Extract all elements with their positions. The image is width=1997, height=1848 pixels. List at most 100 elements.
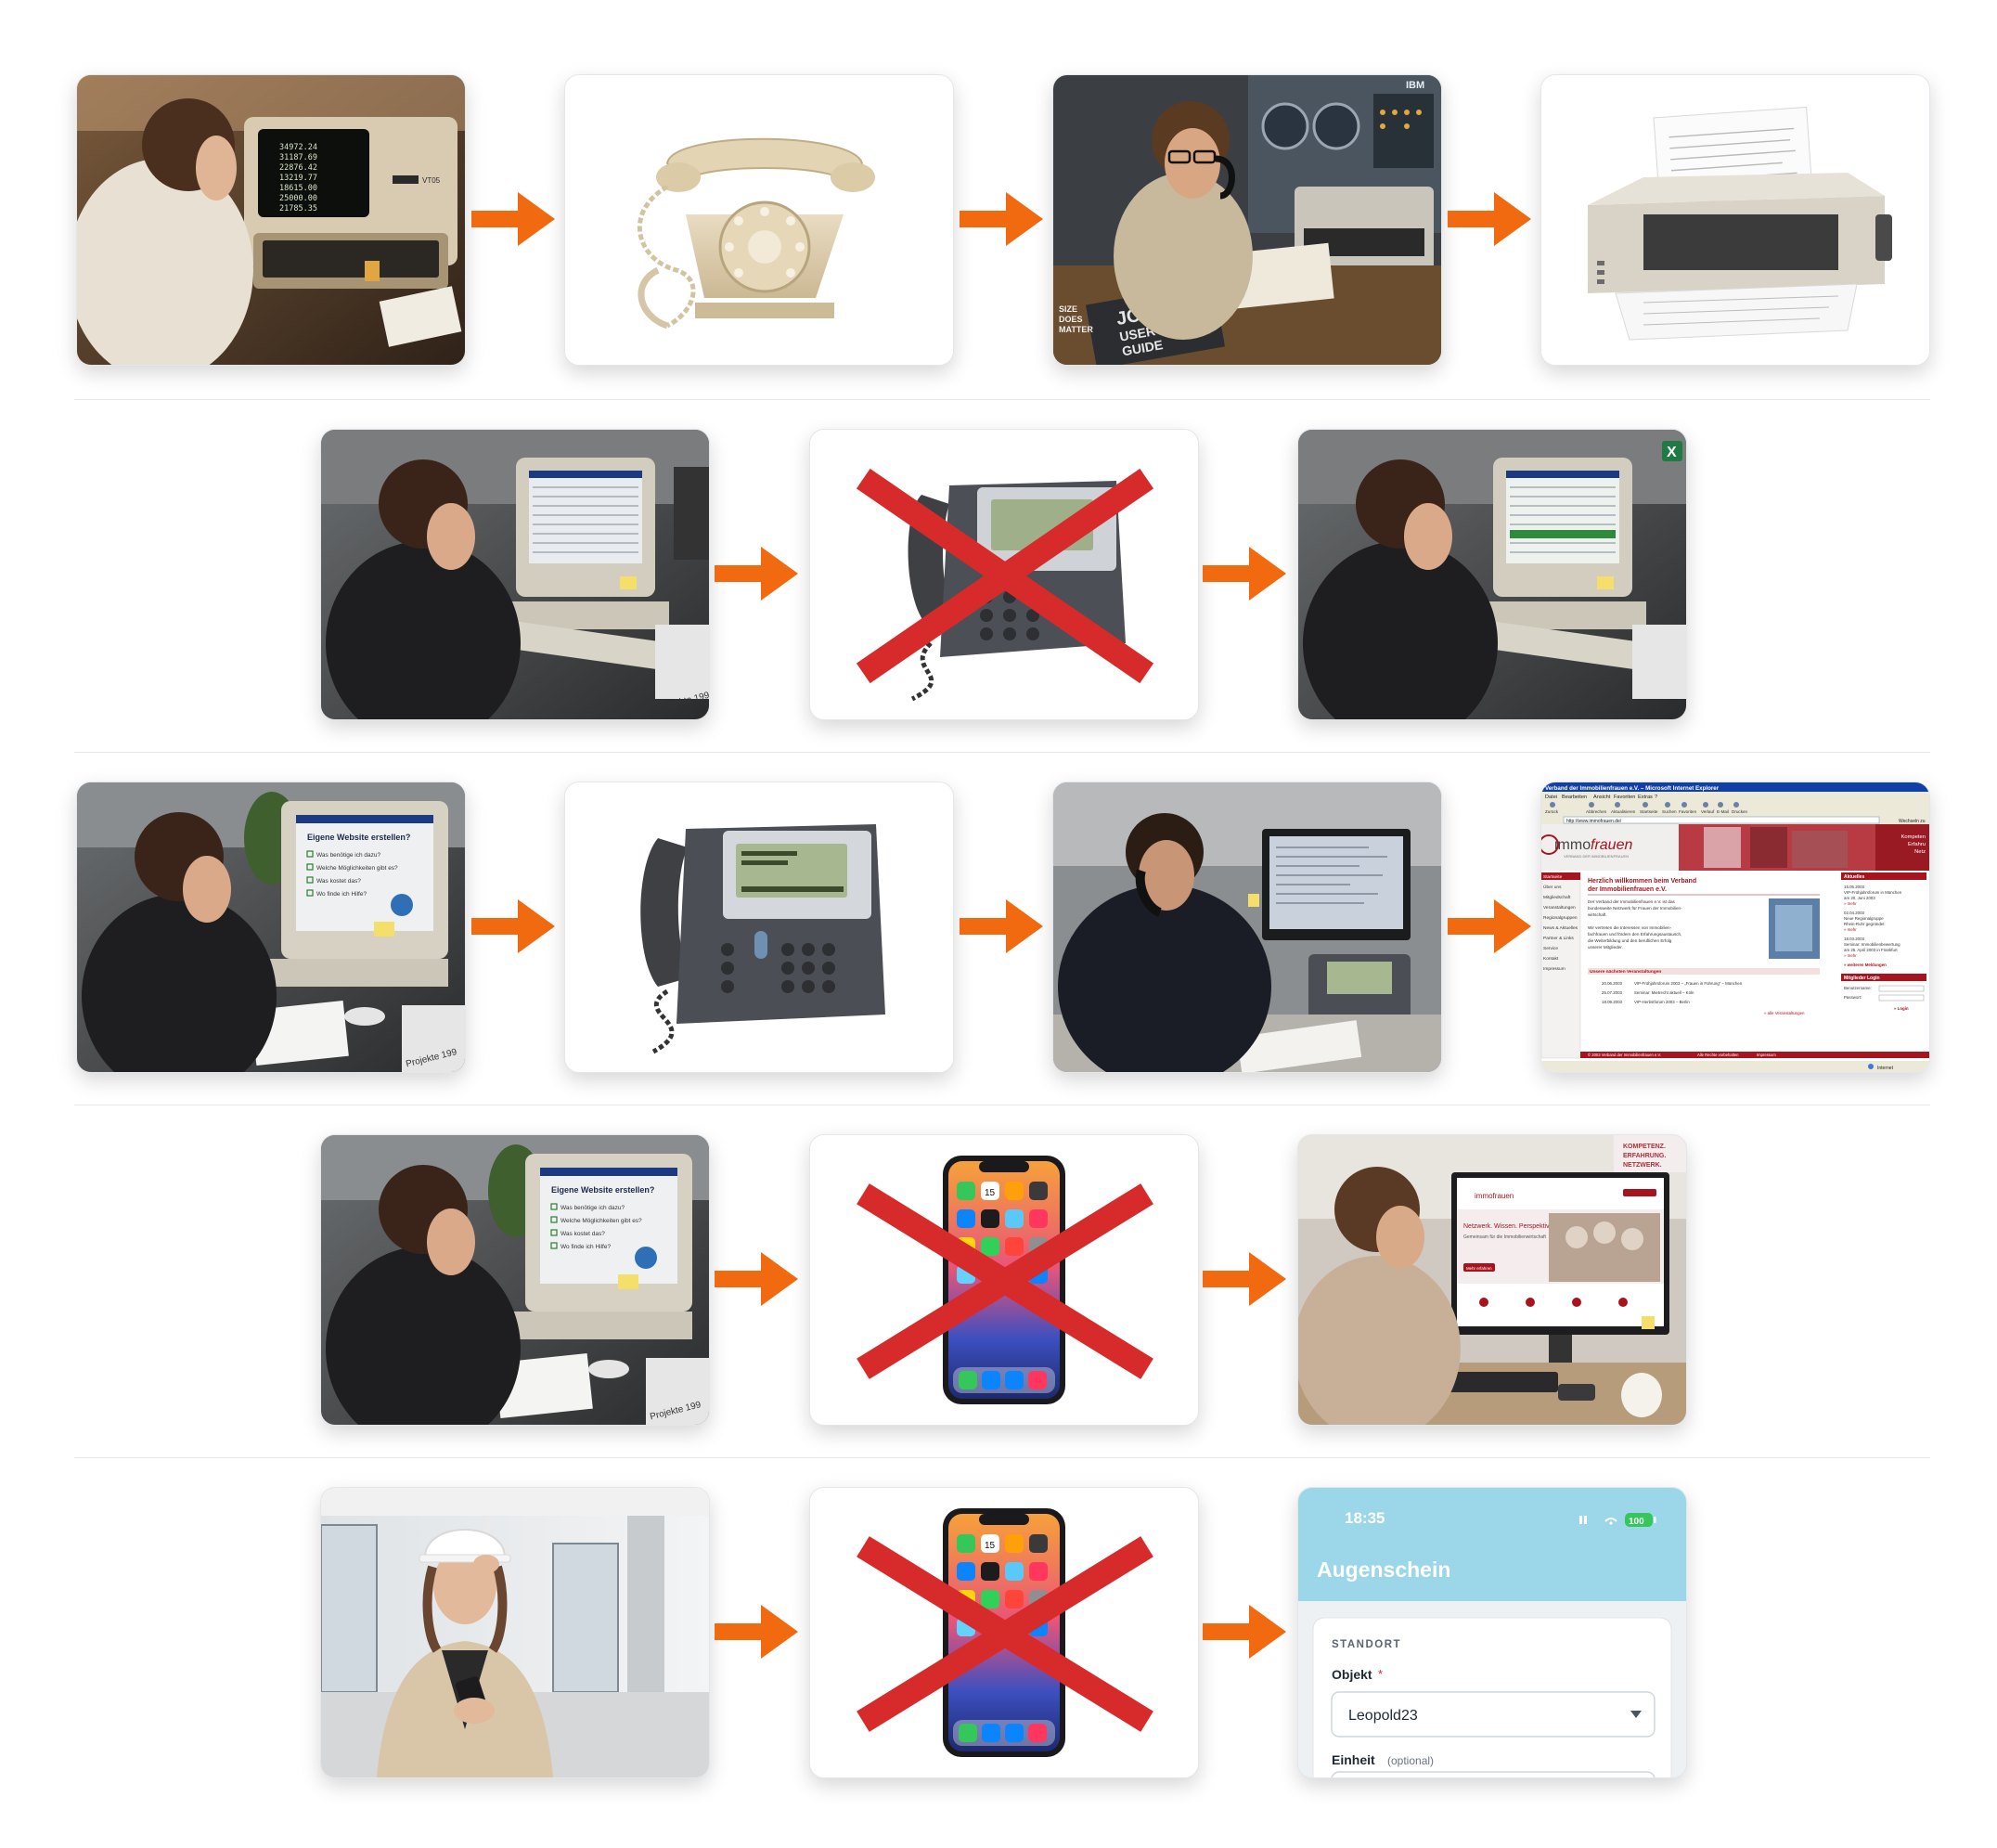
nav-item[interactable]: Startseite [1543, 874, 1563, 880]
login-button[interactable]: » Login [1894, 1006, 1909, 1011]
dot-matrix-printer-image [1540, 74, 1930, 366]
svg-text:13219.77: 13219.77 [279, 174, 317, 183]
row-divider [74, 1457, 1930, 1458]
all-events-link[interactable]: » alle Veranstaltungen [1764, 1011, 1805, 1015]
nav-item[interactable]: Mitgliedschaft [1543, 895, 1571, 900]
svg-text:SIZE: SIZE [1059, 304, 1077, 314]
svg-text:Gemeinsam für die Immobilienwi: Gemeinsam für die Immobilienwirtschaft [1463, 1234, 1547, 1240]
svg-text:VIP-Frühjahrsforum 2003 – „Fra: VIP-Frühjahrsforum 2003 – „Frauen in Füh… [1634, 981, 1743, 986]
field-label-objekt: Objekt [1332, 1667, 1372, 1682]
cross-icon [857, 1536, 1153, 1732]
row-4: Eigene Website erstellen? Was benötige i… [0, 1134, 1997, 1428]
svg-text:18.09.2003: 18.09.2003 [1602, 1000, 1623, 1004]
row-5: 15 18:35 100 [0, 1487, 1997, 1780]
nav-item[interactable]: News & Aktuelles [1543, 925, 1578, 931]
photo-woman-website-question: Eigene Website erstellen? Was benötige i… [320, 1134, 710, 1426]
status-time: 18:35 [1345, 1509, 1385, 1527]
svg-text:VERBAND DER IMMOBILIENFRAUEN: VERBAND DER IMMOBILIENFRAUEN [1564, 854, 1629, 859]
svg-text:31187.69: 31187.69 [279, 153, 317, 162]
photo-woman-modern-website: KOMPETENZ. ERFAHRUNG. NETZWERK. immofrau… [1297, 1134, 1687, 1426]
svg-text:der Immobilienfrauen e.V.: der Immobilienfrauen e.V. [1588, 886, 1667, 893]
photo-terminal-operator: 34972.24 31187.69 22876.42 13219.77 1861… [76, 74, 466, 366]
cross-icon [856, 468, 1154, 684]
browser-title: Verband der Immobilienfrauen e.V. – Micr… [1545, 785, 1720, 792]
svg-text:immofrauen: immofrauen [1475, 1192, 1514, 1200]
smartphone-crossed-out: 15 [809, 1134, 1199, 1426]
svg-text:Passwort:: Passwort: [1844, 995, 1862, 1000]
einheit-select[interactable] [1331, 1771, 1656, 1777]
menu-favoriten[interactable]: Favoriten [1614, 795, 1635, 800]
toolbar-mail[interactable]: E-Mail [1717, 809, 1729, 814]
nav-item[interactable]: Kontakt [1543, 956, 1559, 962]
svg-text:22876.42: 22876.42 [279, 163, 317, 173]
svg-text:Herzlich willkommen beim Verba: Herzlich willkommen beim Verband [1588, 878, 1696, 885]
toolbar-back[interactable]: Zurück [1545, 809, 1559, 814]
news-more-link[interactable]: » mehr [1844, 927, 1857, 932]
svg-text:frauen: frauen [1591, 837, 1632, 853]
username-input[interactable] [1878, 985, 1925, 992]
svg-text:Neue Regionalgruppe: Neue Regionalgruppe [1844, 916, 1884, 921]
news-more-link[interactable]: » mehr [1844, 953, 1857, 958]
svg-text:Wo finde ich Hilfe?: Wo finde ich Hilfe? [316, 891, 367, 898]
row-2: Projekte 199 [0, 429, 1997, 722]
arrow-icon [960, 899, 1043, 953]
rotary-phone-image [564, 74, 954, 366]
svg-text:DOES: DOES [1059, 315, 1083, 324]
nav-item[interactable]: Service [1543, 946, 1558, 951]
objekt-select[interactable] [1331, 1691, 1656, 1738]
svg-text:fachfrauen und fördern den Erf: fachfrauen und fördern den Erfahrungsaus… [1588, 932, 1681, 937]
old-website-screenshot: Verband der Immobilienfrauen e.V. – Micr… [1540, 782, 1930, 1073]
menu-help[interactable]: ? [1655, 795, 1657, 800]
password-input[interactable] [1878, 994, 1925, 1002]
address-bar[interactable] [1563, 816, 1880, 824]
row-divider [74, 752, 1930, 753]
toolbar-home[interactable]: Startseite [1640, 809, 1658, 814]
svg-text:X: X [1667, 445, 1677, 460]
arrow-icon [715, 1605, 798, 1659]
toolbar-refresh[interactable]: Aktualisieren [1611, 809, 1636, 814]
svg-text:Was benötige ich dazu?: Was benötige ich dazu? [316, 852, 381, 859]
arrow-icon [471, 192, 555, 246]
arrow-icon [960, 192, 1043, 246]
svg-text:unserer Mitglieder.: unserer Mitglieder. [1588, 945, 1623, 950]
row-divider [74, 399, 1930, 400]
toolbar-favorites[interactable]: Favoriten [1679, 809, 1697, 814]
menu-extras[interactable]: Extras [1638, 795, 1653, 800]
news-more-link[interactable]: » mehr [1844, 901, 1857, 906]
photo-woman-construction-site [320, 1487, 710, 1778]
imprint-link[interactable]: Impressum [1757, 1053, 1776, 1057]
ip-desk-phone-image [564, 782, 954, 1073]
svg-text:die Weiterbildung und den beru: die Weiterbildung und den beruflichen Er… [1588, 938, 1672, 943]
smartphone-crossed-out: 15 [809, 1487, 1199, 1778]
svg-text:VIP-Herbstforum 2003 – Berlin: VIP-Herbstforum 2003 – Berlin [1634, 1000, 1690, 1004]
go-button[interactable]: Wechseln zu [1899, 819, 1926, 824]
toolbar-print[interactable]: Drucken [1732, 809, 1748, 814]
svg-text:Wir vertreten die Interessen v: Wir vertreten die Interessen von Immobil… [1588, 925, 1672, 930]
svg-text:Erfahru: Erfahru [1908, 842, 1926, 847]
menu-datei[interactable]: Datei [1545, 795, 1557, 800]
site-logo: immo [1554, 837, 1591, 853]
nav-item[interactable]: Veranstaltungen [1543, 905, 1576, 911]
nav-item[interactable]: Über uns [1543, 884, 1562, 890]
arrow-icon [471, 899, 555, 953]
svg-text:bundesweite Netzwerk für Fraue: bundesweite Netzwerk für Frauen der Immo… [1588, 906, 1682, 911]
svg-text:ERFAHRUNG.: ERFAHRUNG. [1623, 1153, 1666, 1159]
nav-item[interactable]: Regionalgruppen [1543, 915, 1578, 921]
toolbar-history[interactable]: Verlauf [1701, 809, 1715, 814]
photo-woman-spreadsheet: Projekte 199 [320, 429, 710, 720]
svg-text:Mehr erfahren: Mehr erfahren [1466, 1266, 1492, 1271]
svg-text:am 20. Juni 2003: am 20. Juni 2003 [1844, 896, 1875, 900]
photo-man-on-phone [1052, 782, 1442, 1073]
nav-item[interactable]: Partner & Links [1543, 936, 1574, 941]
svg-text:Der Verband der Immobilienfrau: Der Verband der Immobilienfrauen e.V. is… [1588, 899, 1676, 904]
menu-ansicht[interactable]: Ansicht [1593, 795, 1611, 800]
nav-item[interactable]: Impressum [1543, 966, 1565, 972]
arrow-icon [1203, 1252, 1286, 1306]
toolbar-search[interactable]: Suchen [1662, 809, 1677, 814]
svg-text:Mitglieder Login: Mitglieder Login [1844, 976, 1880, 981]
toolbar-stop[interactable]: Abbrechen [1586, 809, 1607, 814]
more-news-link[interactable]: » weiteren Meldungen [1844, 963, 1887, 967]
svg-text:Was kostet das?: Was kostet das? [316, 878, 361, 885]
menu-bearbeiten[interactable]: Bearbeiten [1562, 795, 1587, 800]
svg-text:Wo finde ich Hilfe?: Wo finde ich Hilfe? [560, 1244, 611, 1250]
